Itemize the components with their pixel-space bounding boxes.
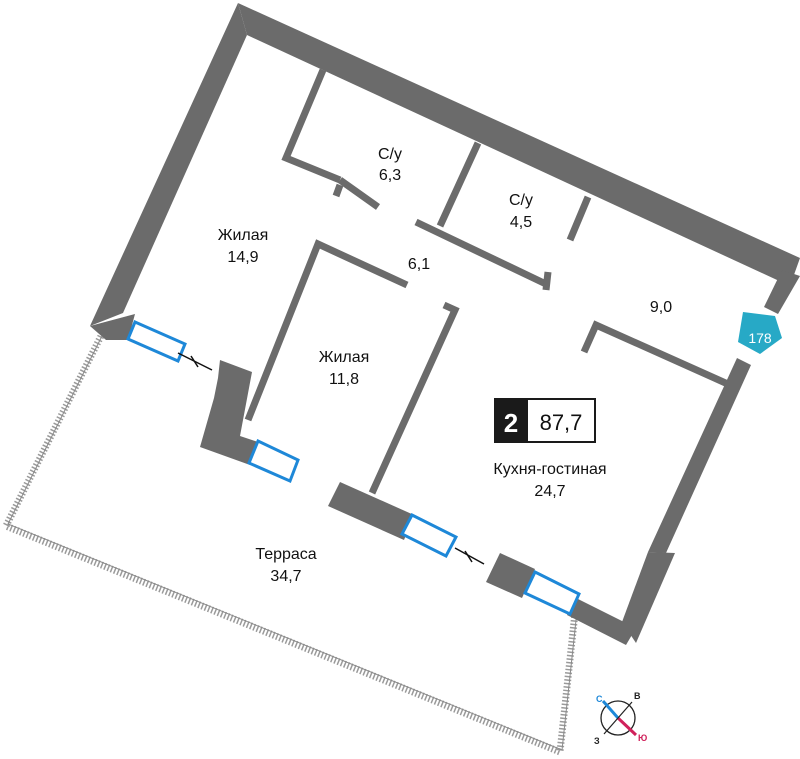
window [399, 513, 459, 558]
room-area-bath1: 6,3 [379, 167, 401, 184]
apartment-number: 178 [748, 330, 772, 346]
room-area-bath2: 4,5 [510, 214, 532, 231]
compass-north-needle [601, 700, 620, 719]
room-area-terrace: 34,7 [270, 568, 301, 585]
terrace-outline [1, 327, 579, 757]
compass: С В Ю З [594, 691, 647, 746]
total-area: 87,7 [540, 410, 583, 435]
compass-west-label: З [594, 736, 600, 746]
area-summary: 2 87,7 [494, 398, 596, 443]
room-name-bath1: С/у [378, 146, 402, 163]
compass-east-label: В [634, 691, 641, 701]
exterior-walls [90, 3, 800, 645]
room-name-bath2: С/у [509, 192, 533, 209]
door-ticks [177, 352, 485, 565]
compass-north-label: С [596, 694, 603, 704]
window [522, 569, 581, 617]
interior-walls [244, 68, 732, 495]
compass-south-label: Ю [638, 733, 647, 743]
room-name-kitchen: Кухня-гостиная [493, 461, 606, 478]
room-area-living1: 14,9 [227, 249, 258, 266]
room-area-room9: 9,0 [650, 299, 672, 316]
room-name-living1: Жилая [218, 227, 269, 244]
window [126, 320, 187, 363]
rooms-count: 2 [504, 408, 518, 438]
room-area-hall: 6,1 [408, 256, 430, 273]
room-name-living2: Жилая [319, 349, 370, 366]
window [247, 438, 300, 484]
room-name-terrace: Терраса [255, 546, 316, 563]
apartment-number-badge: 178 [738, 312, 782, 354]
room-area-kitchen: 24,7 [534, 483, 565, 500]
room-labels: Жилая 14,9 С/у 6,3 С/у 4,5 6,1 9,0 Жилая… [218, 146, 673, 585]
windows [126, 320, 581, 617]
room-area-living2: 11,8 [329, 371, 359, 388]
compass-south-needle [616, 716, 638, 737]
